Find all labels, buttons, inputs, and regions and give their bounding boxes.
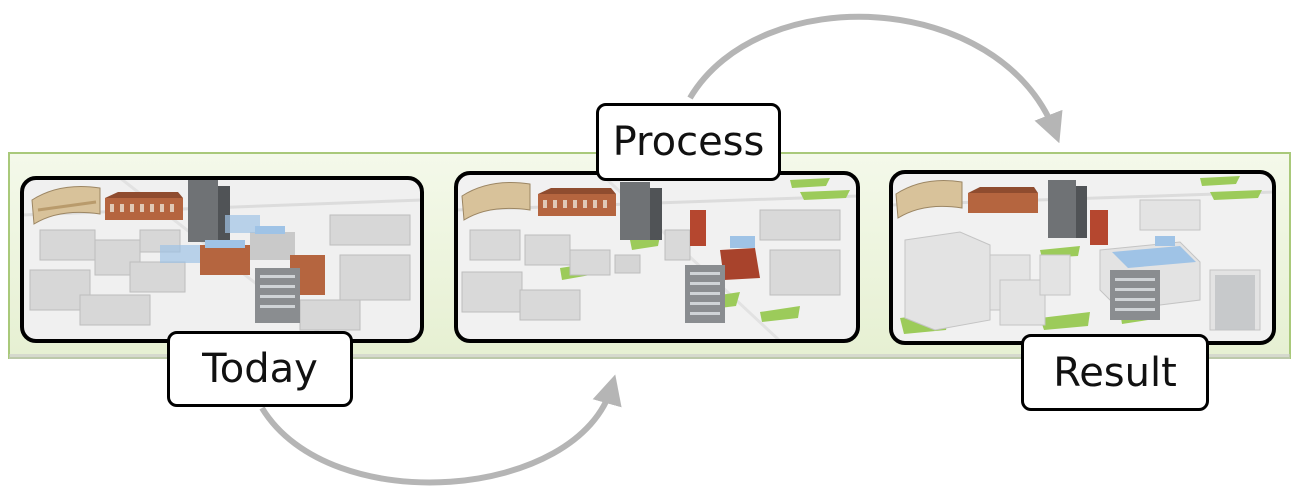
curved-arrow-icon	[259, 374, 622, 486]
result-label: Result	[1021, 334, 1209, 411]
curved-arrow-icon	[687, 13, 1063, 144]
process-label: Process	[596, 103, 781, 181]
today-label: Today	[167, 331, 353, 407]
process-city-model-image	[456, 173, 858, 341]
today-city-model-image	[22, 178, 422, 341]
result-city-model-image	[891, 172, 1274, 343]
